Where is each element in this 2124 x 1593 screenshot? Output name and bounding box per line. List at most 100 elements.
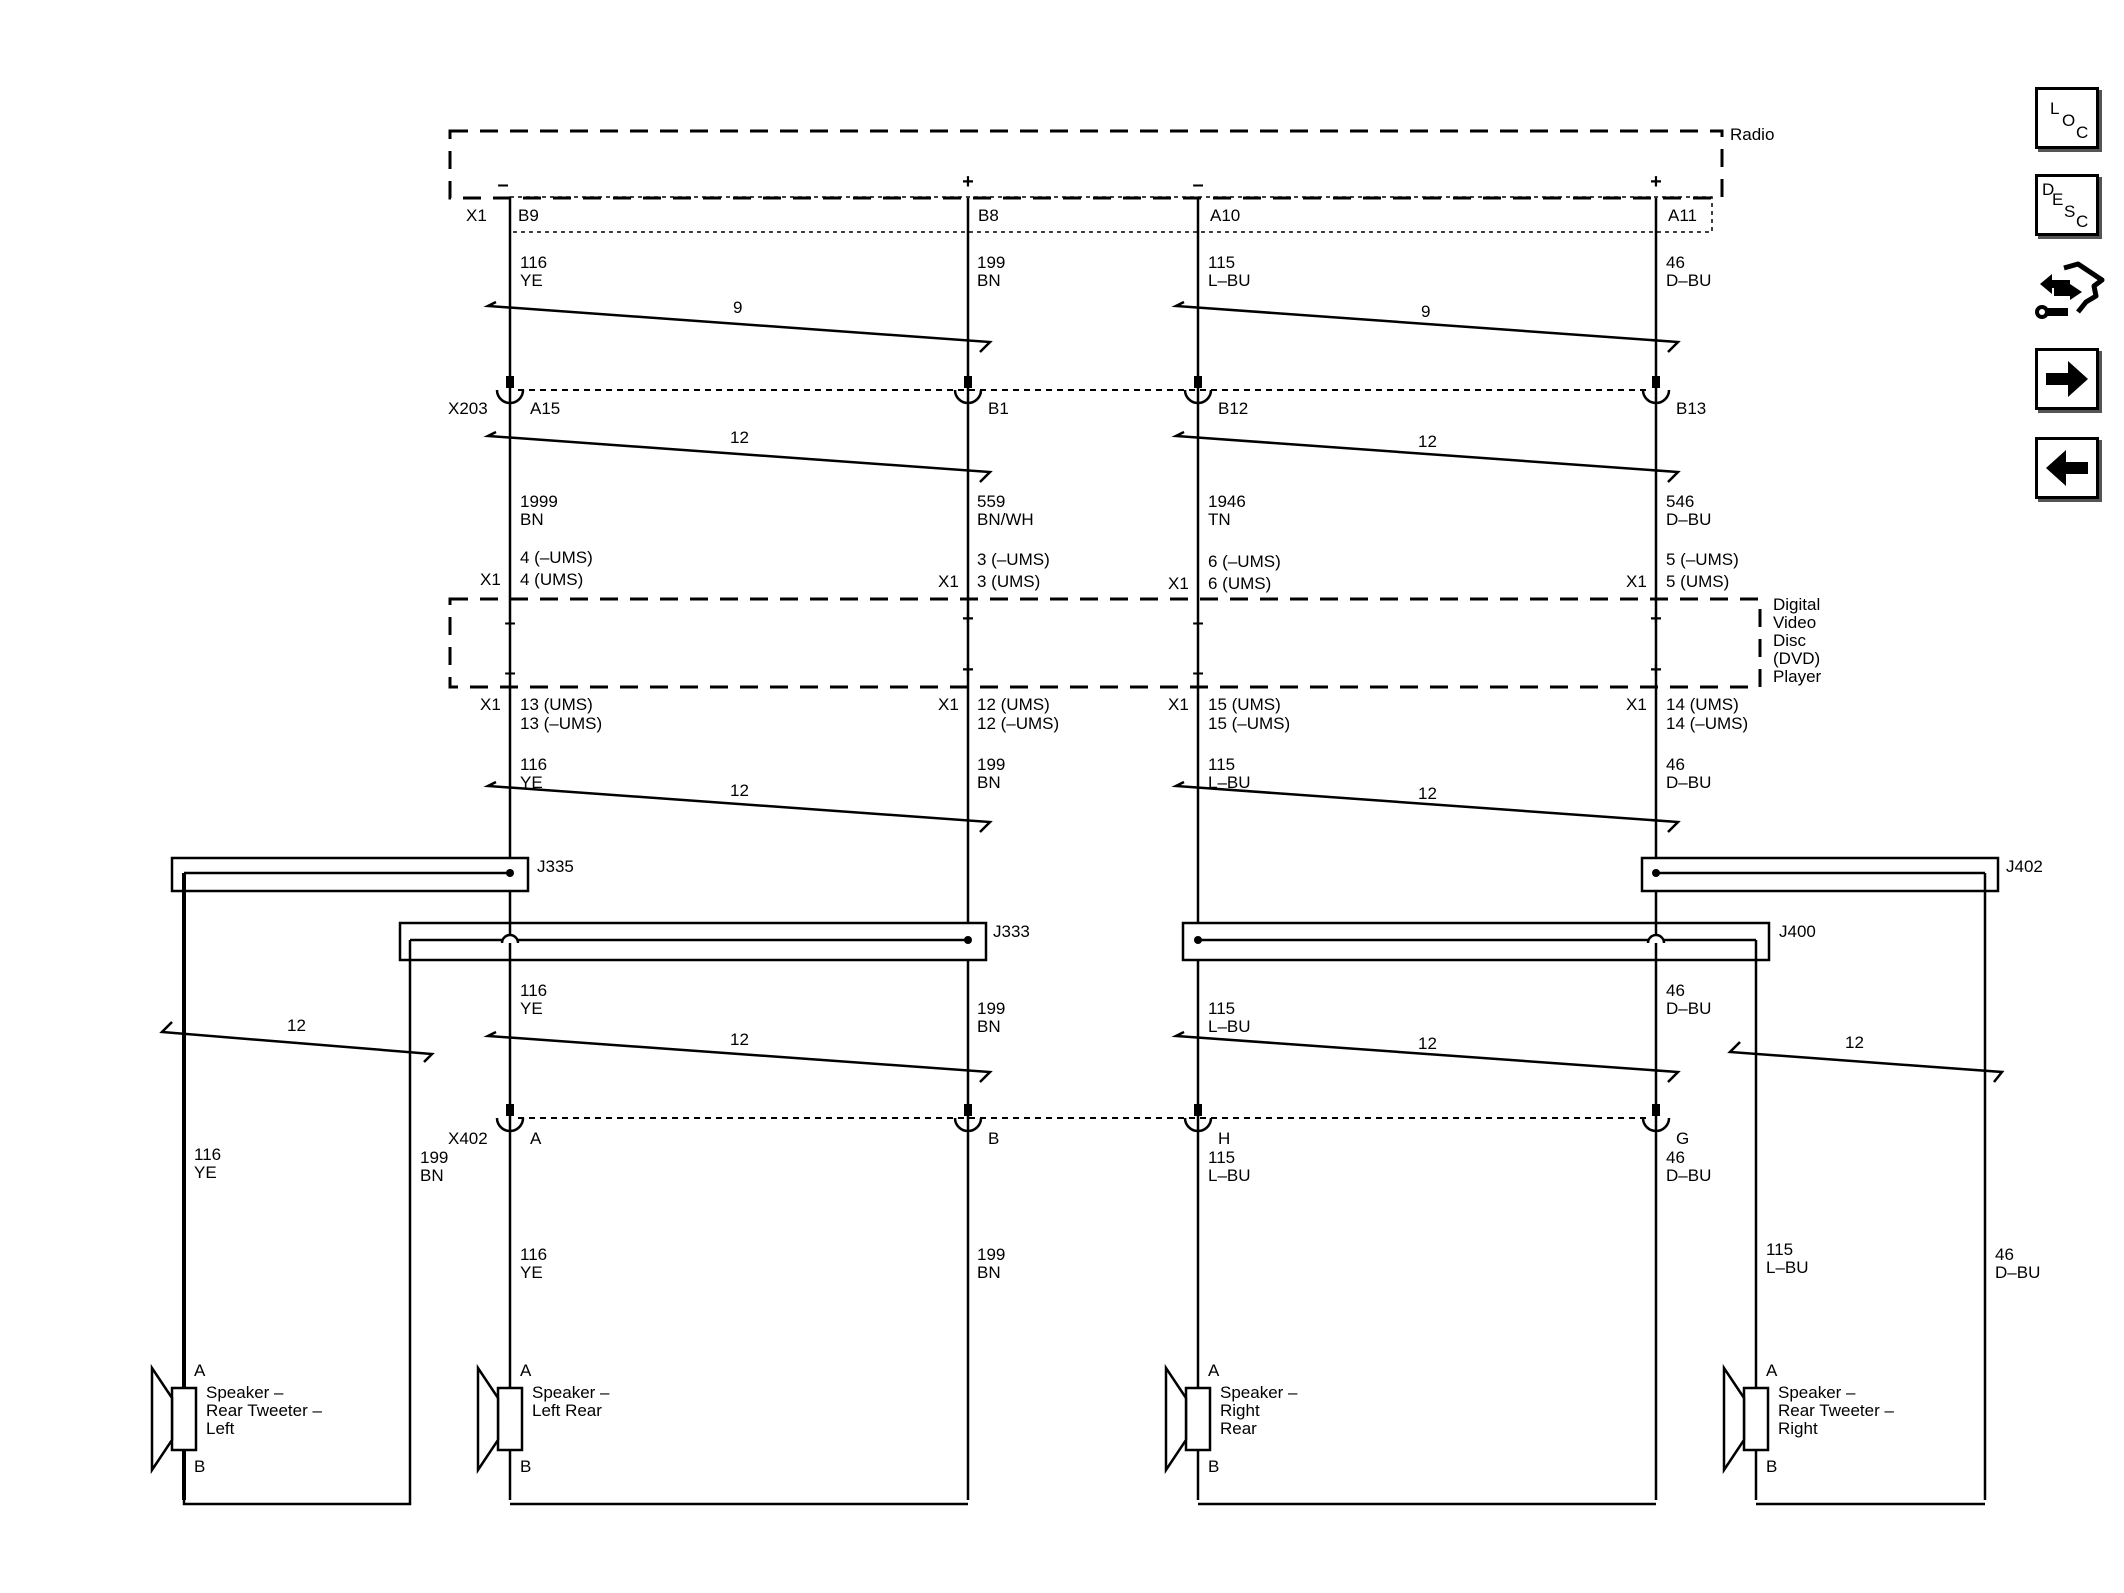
- location-button[interactable]: L O C: [2035, 87, 2099, 149]
- speaker-name-line: Rear Tweeter –: [1778, 1401, 1894, 1420]
- speaker-pin-b: B: [1208, 1457, 1219, 1476]
- dvd-pin: 4 (UMS): [520, 570, 583, 589]
- desc-letter: D: [2042, 180, 2054, 199]
- wire-label-color: D–BU: [1666, 510, 1711, 529]
- previous-page-button[interactable]: [2035, 437, 2099, 499]
- wire-label-circuit: 199: [977, 999, 1005, 1018]
- twist-marker: [1171, 780, 1681, 833]
- wire-label-color: BN: [977, 271, 1001, 290]
- wire-label-circuit: 115: [1766, 1240, 1793, 1259]
- wire-label-color: BN: [420, 1166, 444, 1185]
- wire-label-circuit: 116: [194, 1145, 221, 1164]
- wire-label-circuit: 115: [1208, 253, 1235, 272]
- radio-pin-4: A11: [1668, 206, 1697, 225]
- twisted-pair-markers: [159, 300, 2005, 1083]
- twist-marker: [483, 300, 993, 353]
- dvd-polarity: –: [1192, 662, 1203, 684]
- dvd-pin: 13 (–UMS): [520, 714, 602, 733]
- wire-label-circuit: 199: [420, 1148, 448, 1167]
- wire-label-color: L–BU: [1208, 1017, 1251, 1036]
- dvd-label-line: Player: [1773, 667, 1822, 686]
- next-page-arrow-icon: [2046, 361, 2088, 397]
- radio-polarity-4: +: [1650, 171, 1662, 193]
- dvd-label-line: (DVD): [1773, 649, 1820, 668]
- wire-label-circuit: 1946: [1208, 492, 1246, 511]
- speaker-name-line: Right: [1778, 1419, 1818, 1438]
- wire-label-circuit: 46: [1666, 253, 1685, 272]
- twist-count: 12: [730, 428, 749, 447]
- splice-pack-j402: J402: [1640, 856, 2043, 1500]
- dvd-pin: 15 (–UMS): [1208, 714, 1290, 733]
- twist-marker: [1727, 1041, 2005, 1083]
- wire-label-circuit: 199: [977, 1245, 1005, 1264]
- twist-count: 12: [287, 1016, 306, 1035]
- wire-label-color: L–BU: [1208, 1166, 1251, 1185]
- dvd-polarity: +: [962, 608, 974, 630]
- radio-polarity-2: +: [962, 171, 974, 193]
- twist-count: 12: [1418, 784, 1437, 803]
- wire-label-color: YE: [194, 1163, 217, 1182]
- x402-connector: X402 A B H G: [448, 1102, 1689, 1148]
- next-page-button[interactable]: [2035, 348, 2099, 410]
- wire-label-circuit: 46: [1666, 1148, 1685, 1167]
- x203-pin-3: B12: [1218, 399, 1248, 418]
- dvd-polarity: +: [962, 659, 974, 681]
- x203-wire-labels: 1999 BN 559 BN/WH 1946 TN 546 D–BU: [520, 492, 1711, 529]
- speaker-name-line: Right: [1220, 1401, 1260, 1420]
- wire-label-color: YE: [520, 773, 543, 792]
- radio-pin-2: B8: [978, 206, 999, 225]
- wire-label-color: L–BU: [1208, 271, 1251, 290]
- dvd-player-component: Digital Video Disc (DVD) Player X1 X1 X1…: [448, 548, 1822, 733]
- dvd-polarity: +: [1650, 608, 1662, 630]
- j402-label: J402: [2006, 857, 2043, 876]
- radio-connector-label: X1: [466, 206, 487, 225]
- dvd-pin: 13 (UMS): [520, 695, 593, 714]
- radio-wire-labels: 116 YE 199 BN 115 L–BU 46 D–BU: [520, 253, 1711, 290]
- wire-label-color: BN: [977, 773, 1001, 792]
- dvd-pin: 12 (–UMS): [977, 714, 1059, 733]
- dvd-label-line: Digital: [1773, 595, 1820, 614]
- dvd-pin: 3 (–UMS): [977, 550, 1050, 569]
- description-button[interactable]: D E S C: [2035, 174, 2099, 236]
- dvd-label-line: Video: [1773, 613, 1816, 632]
- twist-count: 9: [733, 298, 742, 317]
- dvd-label-line: Disc: [1773, 631, 1807, 650]
- connector-end-view-icon[interactable]: [2032, 252, 2106, 326]
- radio-pin-1: B9: [518, 206, 539, 225]
- dvd-pin: 14 (–UMS): [1666, 714, 1748, 733]
- dvd-pin: 5 (UMS): [1666, 572, 1729, 591]
- speaker-left-rear: A B Speaker – Left Rear: [476, 1361, 610, 1476]
- wire-label-color: YE: [520, 999, 543, 1018]
- wire-label-color: D–BU: [1666, 773, 1711, 792]
- main-wires: [508, 198, 1658, 1500]
- x402-pin-4: G: [1676, 1129, 1689, 1148]
- x203-pin-2: B1: [988, 399, 1009, 418]
- tweeter-wire-labels: 116 YE 199 BN 115 L–BU 46 D–BU: [194, 1145, 2040, 1282]
- radio-polarity-1: –: [497, 174, 508, 196]
- twist-count: 12: [730, 1030, 749, 1049]
- wire-label-circuit: 115: [1208, 999, 1235, 1018]
- dvd-polarity: –: [504, 662, 515, 684]
- twist-count: 12: [730, 781, 749, 800]
- speaker-name-line: Rear: [1220, 1419, 1257, 1438]
- x203-pin-1: A15: [530, 399, 560, 418]
- twist-count: 12: [1418, 1034, 1437, 1053]
- dvd-connector-label: X1: [1626, 572, 1647, 591]
- x203-pin-4: B13: [1676, 399, 1706, 418]
- wire-label-circuit: 559: [977, 492, 1005, 511]
- speaker-pin-a: A: [194, 1361, 206, 1380]
- dvd-connector-label: X1: [938, 695, 959, 714]
- speaker-pin-a: A: [520, 1361, 532, 1380]
- speaker-name-line: Left Rear: [532, 1401, 602, 1420]
- dvd-connector-label: X1: [1168, 695, 1189, 714]
- dvd-pin: 6 (UMS): [1208, 574, 1271, 593]
- wire-label-circuit: 116: [520, 253, 547, 272]
- x402-pin-3: H: [1218, 1129, 1230, 1148]
- twist-marker: [1171, 1030, 1681, 1083]
- twist-count: 12: [1845, 1033, 1864, 1052]
- speaker-name-line: Speaker –: [532, 1383, 610, 1402]
- splice-pack-j335: J335: [170, 856, 574, 1500]
- dvd-connector-label: X1: [1626, 695, 1647, 714]
- radio-pin-3: A10: [1210, 206, 1240, 225]
- speaker-rear-tweeter-right: A B Speaker – Rear Tweeter – Right: [1722, 1361, 1894, 1476]
